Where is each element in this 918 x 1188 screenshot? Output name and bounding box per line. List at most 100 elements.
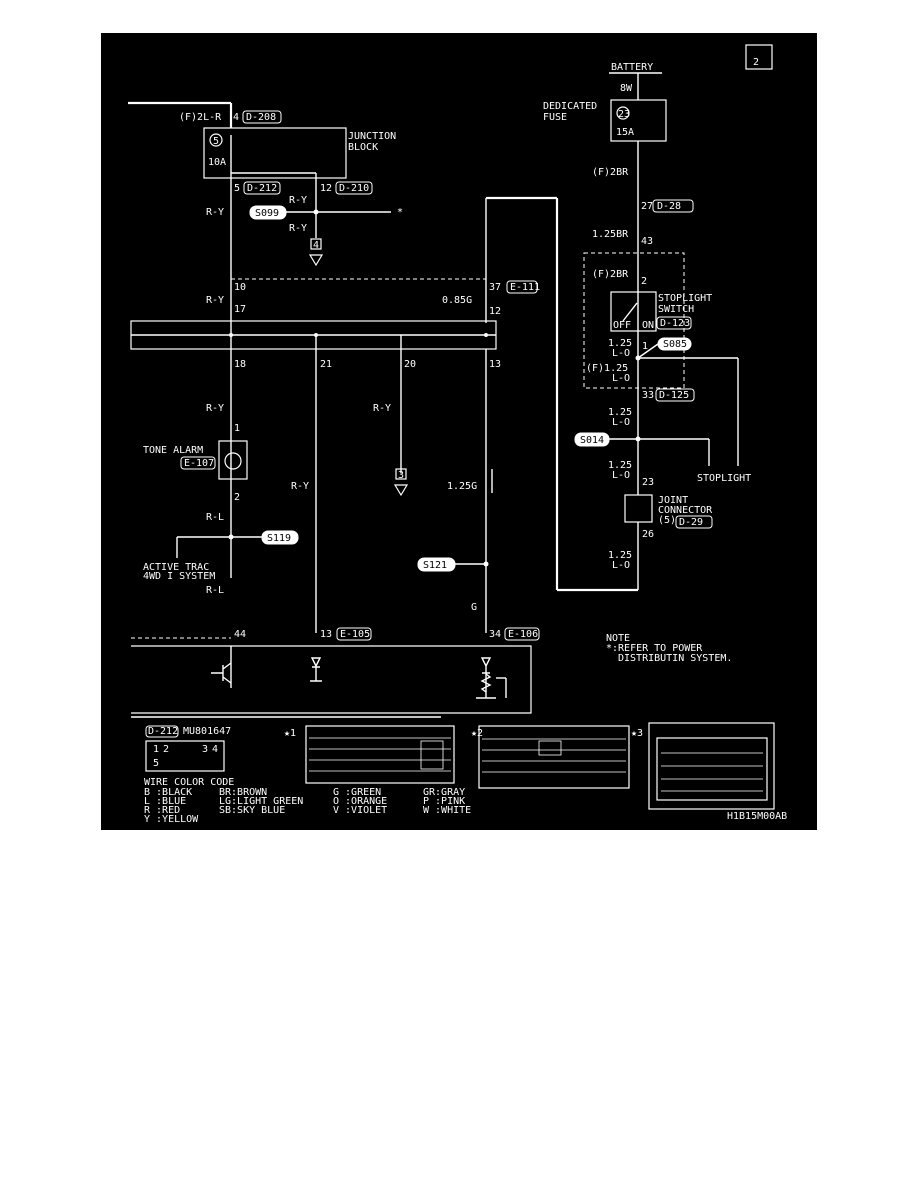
pin-23: 23	[642, 477, 654, 488]
pin-10: 10	[234, 282, 246, 293]
ground3-label: 3	[398, 470, 404, 481]
ref-d210-box	[335, 181, 373, 195]
d212-pins-top: 1	[153, 744, 159, 755]
wire-ry3: R-Y	[289, 223, 307, 234]
s121-junction	[483, 561, 489, 567]
stop-w5b: L-O	[612, 560, 630, 571]
wire-ry4: R-Y	[206, 295, 224, 306]
pin-44: 44	[234, 629, 246, 640]
wire-rl1: R-L	[206, 512, 224, 523]
pin-1-alarm: 1	[234, 423, 240, 434]
stoplight-out: STOPLIGHT	[697, 473, 751, 484]
ref-d123-box	[656, 316, 692, 330]
fuse-amp: 15A	[616, 127, 634, 138]
ref-e105: E-105	[340, 629, 370, 640]
ref-e105-box	[336, 627, 372, 641]
pin-43: 43	[641, 236, 653, 247]
star2-grid	[482, 738, 626, 773]
wcc-r1c3: P :PINK	[423, 796, 465, 807]
jb-fuse-num: 5	[213, 136, 219, 147]
s119-label: S119	[267, 533, 291, 544]
diode-icon	[310, 657, 322, 682]
fuse-num-circle	[616, 106, 630, 120]
wire-ry1: R-Y	[206, 207, 224, 218]
stop-w1a: 1.25	[608, 338, 632, 349]
pin-26: 26	[642, 529, 654, 540]
wcc-r0c2: G :GREEN	[333, 787, 381, 798]
pin-12: 12	[489, 306, 501, 317]
d212-part: MU801647	[183, 726, 231, 737]
wire-ry7: R-Y	[291, 481, 309, 492]
tone-alarm-label: TONE ALARM	[143, 445, 203, 456]
star-1: ★1	[284, 728, 296, 739]
d212-pins-top3: 3	[202, 744, 208, 755]
tone-alarm-box	[218, 440, 248, 480]
pin-2-alarm: 2	[234, 492, 240, 503]
s085-lead	[637, 343, 659, 359]
stop-w3a: 1.25	[608, 407, 632, 418]
joint-connector-box	[624, 494, 653, 523]
d212-legend-ref: D-212	[148, 726, 178, 737]
ref-e106-box	[504, 627, 540, 641]
wcc-r0c3: GR:GRAY	[423, 787, 465, 798]
ref-d123: D-123	[660, 318, 690, 329]
stop-w2b: L-O	[612, 373, 630, 384]
transistor-icon	[211, 662, 232, 684]
dedicated-fuse-label: DEDICATED	[543, 101, 597, 112]
stop-wire-2br: (F)2BR	[592, 269, 629, 280]
ground4-box	[310, 238, 322, 250]
led-icon	[476, 657, 496, 699]
wire-ry5: R-Y	[206, 403, 224, 414]
wcc-r2c3: W :WHITE	[423, 805, 471, 816]
battery-wire-label: 8W	[620, 83, 633, 94]
pin-20: 20	[404, 359, 416, 370]
s014-label: S014	[580, 435, 604, 446]
star3-connector-outer	[648, 722, 775, 810]
d212-connector	[145, 740, 225, 772]
note-title: NOTE	[606, 633, 630, 644]
wire-125br: 1.25BR	[592, 229, 629, 240]
wire-g: G	[471, 602, 477, 613]
star-2: ★2	[471, 728, 483, 739]
stop-w2a: (F)1.25	[586, 363, 628, 374]
star3-connector	[656, 737, 768, 801]
wcc-r2c1: SB:SKY BLUE	[219, 805, 285, 816]
active-trac-1: ACTIVE TRAC	[143, 562, 209, 573]
wiring-diagram: 2 BATTERY 8W DEDICATED FUSE 23 15A (F)2B…	[101, 33, 817, 830]
ground4-symbol	[308, 254, 324, 267]
pin-13-bottom: 13	[320, 629, 332, 640]
ref-d28-box	[652, 199, 694, 213]
note-line2: DISTRIBUTIN SYSTEM.	[618, 653, 732, 664]
ground3-box	[395, 468, 407, 480]
stop-w5a: 1.25	[608, 550, 632, 561]
active-trac-2: 4WD I SYSTEM	[143, 571, 215, 582]
fuse-num: 23	[618, 109, 630, 120]
fuse-out-wire: (F)2BR	[592, 167, 629, 178]
ref-d125: D-125	[659, 390, 689, 401]
jb-out2-pin: 12	[320, 183, 332, 194]
ref-d28: D-28	[657, 201, 681, 212]
pin-13-top: 13	[489, 359, 501, 370]
pin-1-stop: 1	[642, 341, 648, 352]
note-line1: *:REFER TO POWER	[606, 643, 703, 654]
stop-w3b: L-O	[612, 417, 630, 428]
wcc-r2c2: V :VIOLET	[333, 805, 387, 816]
switch-off: OFF	[613, 320, 631, 331]
stoplight-switch-box	[610, 291, 657, 332]
stoplight-switch-label: STOPLIGHT	[658, 293, 712, 304]
d212-pins-top4: 4	[212, 744, 218, 755]
wcc-r3c0: Y :YELLOW	[144, 814, 199, 825]
junction-label: JUNCTION	[348, 131, 396, 142]
star1-connector	[305, 725, 455, 784]
pin-33: 33	[642, 390, 654, 401]
jb-in-wire-label: (F)2L-R	[179, 112, 222, 123]
tone-alarm-symbol	[224, 452, 242, 470]
ref-e111-box	[506, 280, 538, 294]
stop-w4b: L-O	[612, 470, 630, 481]
junction-label2: BLOCK	[348, 142, 378, 153]
star-3: ★3	[631, 728, 643, 739]
d212-legend-box	[145, 725, 179, 738]
ref-e111: E-111	[510, 282, 540, 293]
resistor-icon	[480, 673, 492, 693]
battery-label: BATTERY	[611, 62, 653, 73]
